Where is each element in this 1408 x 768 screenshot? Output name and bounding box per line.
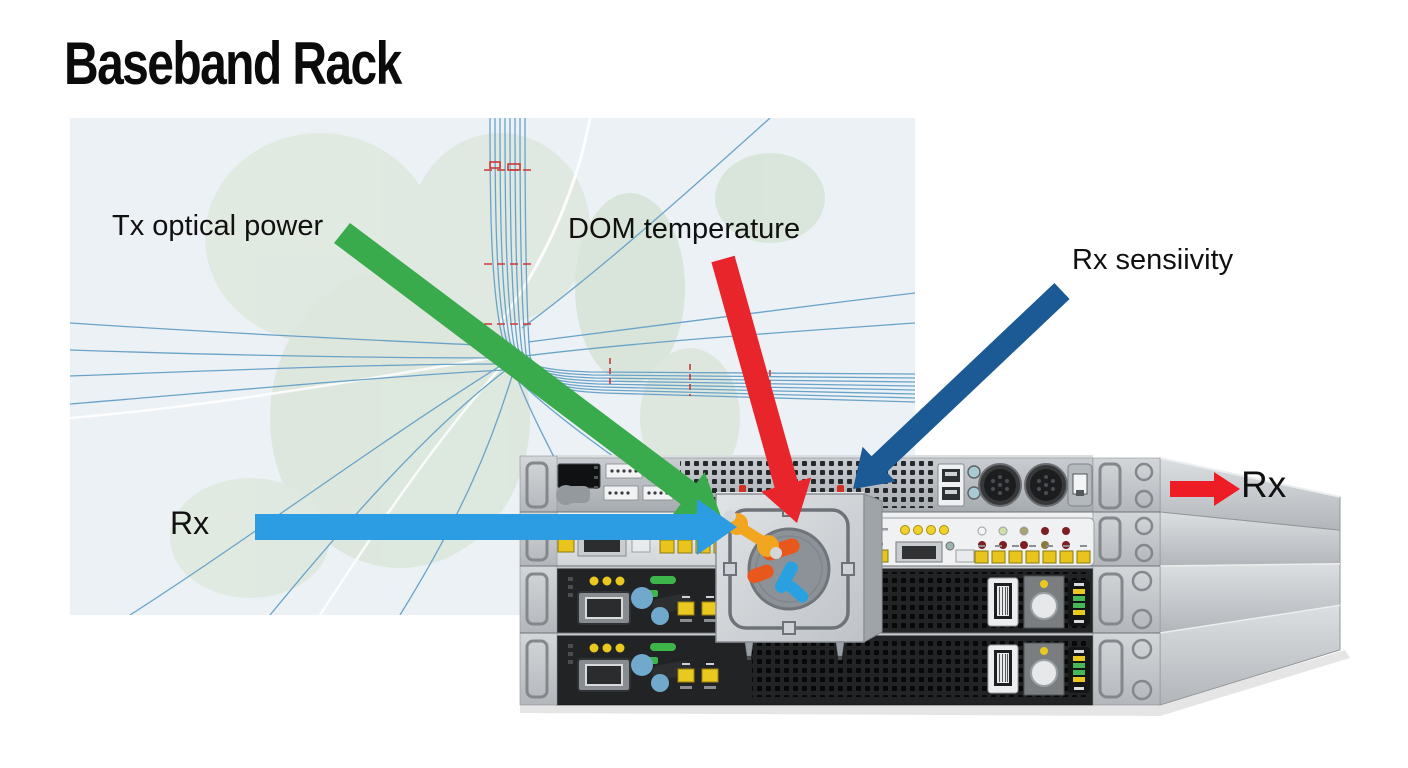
u3-led [589,576,599,586]
u4-led [615,643,625,653]
u3-logo-circles [631,587,692,625]
u3-display [577,591,631,625]
rx-output-arrow [1170,472,1240,506]
u1-indicator [967,486,981,500]
u1-right-handle [1098,462,1122,510]
u3-led-bar [1068,580,1090,626]
u4-screw-hole [1131,679,1153,701]
rack-shadow [520,650,1350,716]
tx-optical-power-arrow [334,223,722,519]
u1-screw-hole [1134,489,1154,509]
u3-vent-dots [568,577,573,597]
rx-input-arrow [255,499,737,555]
u1-screw-hole [1134,462,1154,482]
u3-green-bar [650,576,676,584]
u3-yellow-ports [677,596,719,622]
u4-led [589,643,599,653]
u2-yellow-port [557,537,575,553]
u1-indicator [967,465,981,479]
u4-logo-circles [631,654,692,692]
u3-right-handle [1098,572,1124,626]
u4-green-bar [650,643,676,651]
rack-unit-4 [519,632,1161,706]
u2-blank-port [631,537,651,553]
u4-led-bar [1068,647,1090,693]
u4-screw-hole [1131,638,1153,660]
u1-display [556,463,601,505]
label-rx-sensiivity: Rx sensiivity [1072,244,1234,276]
u4-vent-dots [568,644,573,664]
u3-knob-panel [1023,575,1065,629]
u4-vhdci-connector [987,644,1019,694]
u3-screw-hole [1131,608,1153,630]
module-side [863,493,883,643]
u2-right-panel [867,517,1095,567]
u3-left-handle [525,572,549,626]
label-dom-temperature: DOM temperature [568,213,801,245]
map-roads [70,118,592,615]
u3-vhdci-connector [987,577,1019,627]
module-bottom-pins [744,641,845,660]
u1-left-handle [525,461,549,509]
u3-led [602,576,612,586]
u4-left-handle [525,639,549,699]
page-title: Baseband Rack [64,30,402,97]
u1-ethernet-port [1067,463,1093,507]
map-land-patches [170,133,825,598]
u4-led [602,643,612,653]
u1-din-connectors [978,463,1068,507]
rack-side-panels [1159,457,1341,706]
u3-led [615,576,625,586]
u4-yellow-ports [677,663,719,689]
u2-screw-hole [1134,543,1154,563]
u2-screw-hole [1134,516,1154,536]
rx-sensiivity-arrow [853,283,1070,489]
annotation-arrows [255,223,1240,555]
label-rx-input: Rx [170,505,210,541]
u3-screw-hole [1131,570,1153,592]
u2-right-handle [1098,516,1122,562]
dom-temperature-arrow [711,255,812,524]
map-red-ticks [484,161,771,404]
label-rx-output: Rx [1241,464,1287,505]
network-map-background [70,118,915,615]
wrench-icon [724,510,782,559]
label-tx-optical-power: Tx optical power [112,210,324,242]
u2-yellow-port-row [974,545,1091,564]
u4-display [577,658,631,692]
u1-usb-ports [937,463,965,507]
u4-right-handle [1098,639,1124,699]
rack-unit-1 [519,455,1161,513]
u4-knob-panel [1023,642,1065,696]
